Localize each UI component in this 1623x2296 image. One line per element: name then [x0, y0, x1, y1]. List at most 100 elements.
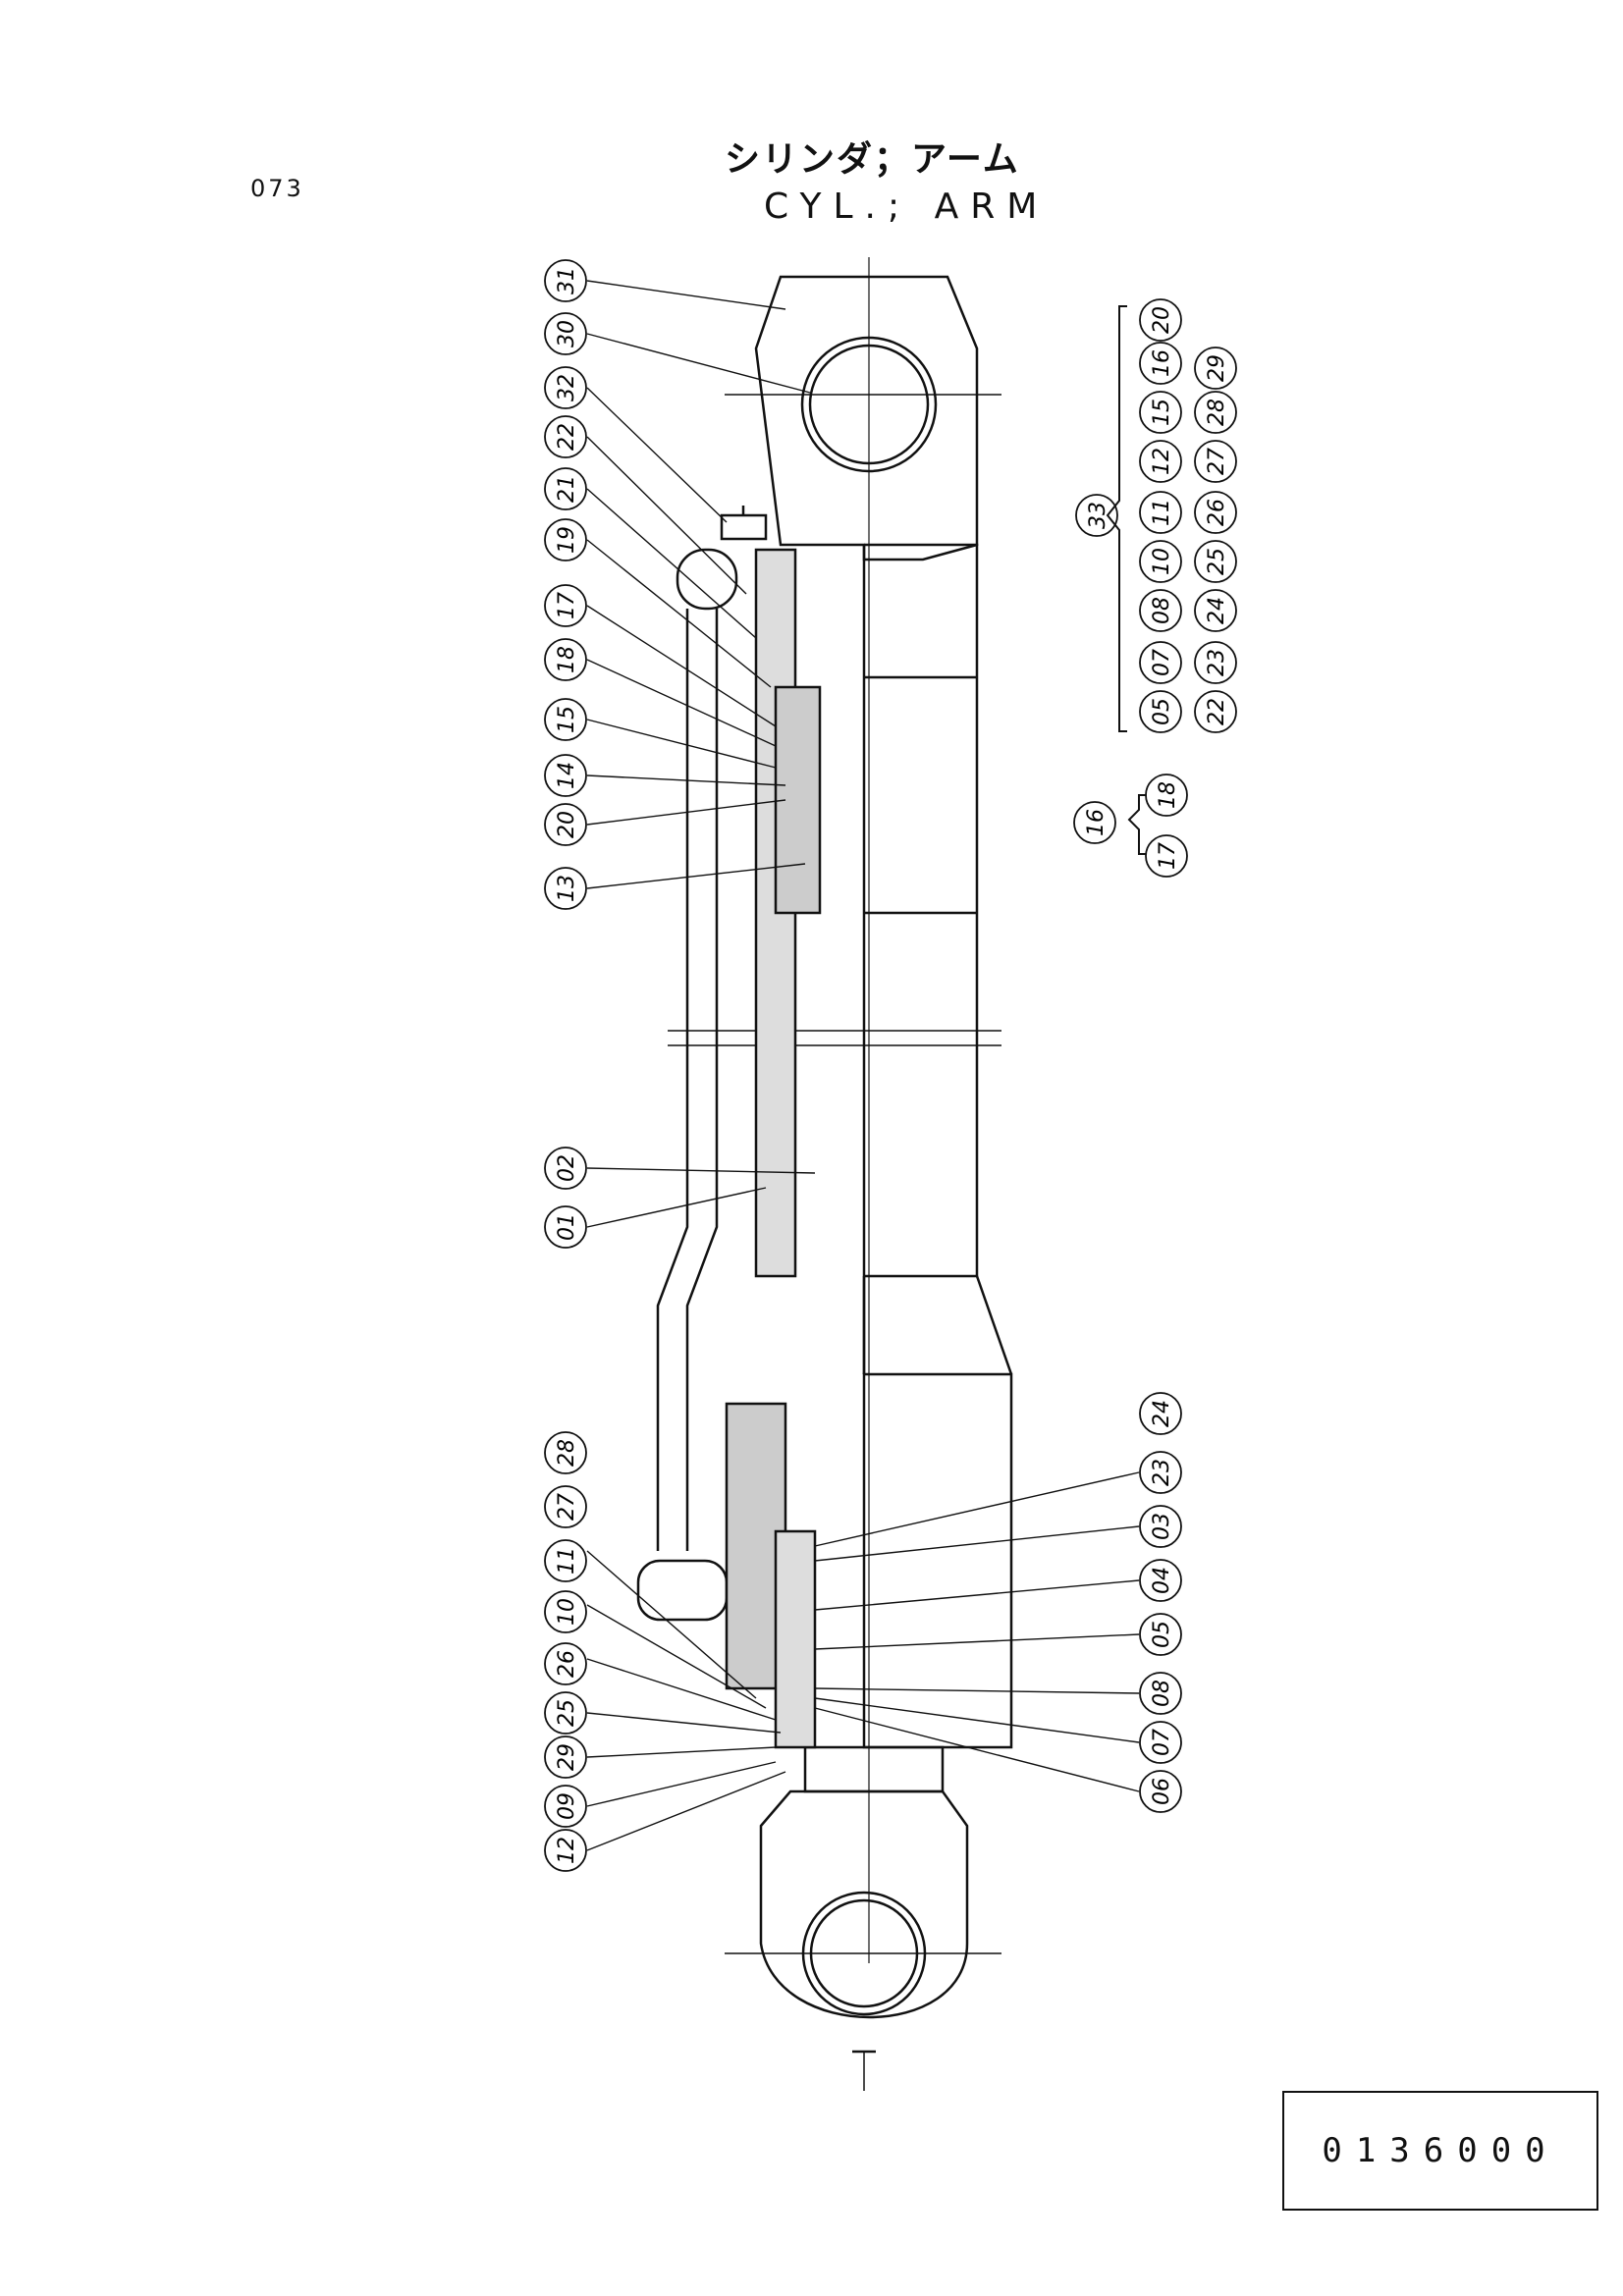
svg-text:11: 11 — [555, 1547, 579, 1575]
kit-33-item-27: 27 — [1194, 440, 1237, 483]
svg-text:18: 18 — [1156, 781, 1180, 809]
callout-07: 07 — [1139, 1721, 1182, 1764]
svg-text:23: 23 — [1205, 649, 1229, 676]
svg-text:07: 07 — [1150, 649, 1174, 676]
callout-09: 09 — [544, 1785, 587, 1828]
callout-11: 11 — [544, 1539, 587, 1582]
callout-03: 03 — [1139, 1505, 1182, 1548]
svg-text:03: 03 — [1150, 1513, 1174, 1540]
kit-33-item-16: 16 — [1139, 342, 1182, 385]
kit-33-label: 33 — [1075, 494, 1118, 537]
page-number: 073 — [250, 175, 304, 202]
svg-text:20: 20 — [1150, 306, 1174, 334]
svg-text:20: 20 — [555, 811, 579, 838]
callout-17: 17 — [544, 584, 587, 627]
svg-text:18: 18 — [555, 646, 579, 673]
callout-23: 23 — [1139, 1451, 1182, 1494]
drawing-code: 0136000 — [1322, 2131, 1559, 2170]
svg-text:04: 04 — [1150, 1567, 1174, 1594]
rod-end-barrel — [862, 1372, 1013, 1749]
svg-text:08: 08 — [1150, 597, 1174, 624]
callout-29: 29 — [544, 1735, 587, 1779]
callout-19: 19 — [544, 518, 587, 561]
svg-text:07: 07 — [1150, 1729, 1174, 1756]
svg-text:26: 26 — [1205, 499, 1229, 526]
kit-33-item-24: 24 — [1194, 589, 1237, 632]
kit-brackets — [1106, 305, 1147, 855]
callout-08: 08 — [1139, 1672, 1182, 1715]
svg-text:16: 16 — [1084, 809, 1109, 836]
callout-13: 13 — [544, 867, 587, 910]
callout-30: 30 — [544, 312, 587, 355]
drawing-code-box: 0136000 — [1282, 2091, 1598, 2211]
svg-text:12: 12 — [1150, 448, 1174, 475]
callout-32: 32 — [544, 366, 587, 409]
svg-text:08: 08 — [1150, 1680, 1174, 1707]
kit-33-item-25: 25 — [1194, 540, 1237, 583]
callout-12: 12 — [544, 1829, 587, 1872]
svg-text:15: 15 — [1150, 399, 1174, 426]
callout-22: 22 — [544, 415, 587, 458]
svg-text:30: 30 — [555, 320, 579, 347]
callout-26: 26 — [544, 1642, 587, 1685]
svg-text:05: 05 — [1150, 1621, 1174, 1648]
svg-text:28: 28 — [555, 1439, 579, 1467]
svg-text:29: 29 — [1205, 354, 1229, 382]
svg-text:17: 17 — [1156, 842, 1180, 870]
callout-28: 28 — [544, 1431, 587, 1474]
callout-18: 18 — [544, 638, 587, 681]
kit-33-item-22: 22 — [1194, 690, 1237, 733]
kit-33-item-12: 12 — [1139, 440, 1182, 483]
kit-33-item-29: 29 — [1194, 347, 1237, 390]
kit-33-item-15: 15 — [1139, 391, 1182, 434]
kit-33-item-10: 10 — [1139, 540, 1182, 583]
svg-text:16: 16 — [1150, 349, 1174, 377]
svg-text:10: 10 — [555, 1598, 579, 1626]
callout-01: 01 — [544, 1205, 587, 1249]
leader-lines — [586, 280, 1140, 1851]
kit-33-item-23: 23 — [1194, 641, 1237, 684]
callout-24: 24 — [1139, 1392, 1182, 1435]
cylinder-body — [636, 257, 1013, 2091]
hydraulic-pipe — [656, 609, 719, 1551]
svg-text:27: 27 — [1205, 448, 1229, 475]
callout-31: 31 — [544, 259, 587, 302]
svg-text:14: 14 — [555, 762, 579, 789]
kit-33-item-05: 05 — [1139, 690, 1182, 733]
svg-text:24: 24 — [1150, 1400, 1174, 1427]
kit-33-item-08: 08 — [1139, 589, 1182, 632]
kit-33-item-28: 28 — [1194, 391, 1237, 434]
svg-text:22: 22 — [555, 423, 579, 451]
svg-text:27: 27 — [555, 1493, 579, 1521]
callout-21: 21 — [544, 467, 587, 510]
svg-text:13: 13 — [555, 875, 579, 902]
svg-text:01: 01 — [555, 1213, 579, 1241]
svg-text:23: 23 — [1150, 1459, 1174, 1486]
callout-02: 02 — [544, 1147, 587, 1190]
barrel-outer — [864, 543, 979, 1278]
callout-15: 15 — [544, 698, 587, 741]
callout-05: 05 — [1139, 1613, 1182, 1656]
svg-text:21: 21 — [555, 475, 579, 503]
kit-33-item-20: 20 — [1139, 298, 1182, 342]
callout-06: 06 — [1139, 1770, 1182, 1813]
kit-33-item-07: 07 — [1139, 641, 1182, 684]
svg-text:29: 29 — [555, 1743, 579, 1771]
head-clevis — [754, 275, 979, 561]
svg-text:17: 17 — [555, 592, 579, 619]
svg-text:02: 02 — [555, 1154, 579, 1182]
svg-text:11: 11 — [1150, 499, 1174, 526]
svg-text:25: 25 — [1205, 548, 1229, 575]
svg-text:32: 32 — [555, 374, 579, 401]
callout-labels: 31 30 32 22 21 19 17 18 15 14 20 13 02 01 28 27 11 10 26 25… — [544, 259, 1237, 1872]
svg-text:25: 25 — [555, 1699, 579, 1727]
kit-16-item-17: 17 — [1145, 834, 1188, 878]
rod-eye — [759, 1789, 969, 2019]
kit-16-label: 16 — [1073, 801, 1116, 844]
kit-33-item-26: 26 — [1194, 491, 1237, 534]
svg-text:24: 24 — [1205, 597, 1229, 624]
kit-16-item-18: 18 — [1145, 774, 1188, 817]
svg-text:15: 15 — [555, 706, 579, 733]
callout-20: 20 — [544, 803, 587, 846]
